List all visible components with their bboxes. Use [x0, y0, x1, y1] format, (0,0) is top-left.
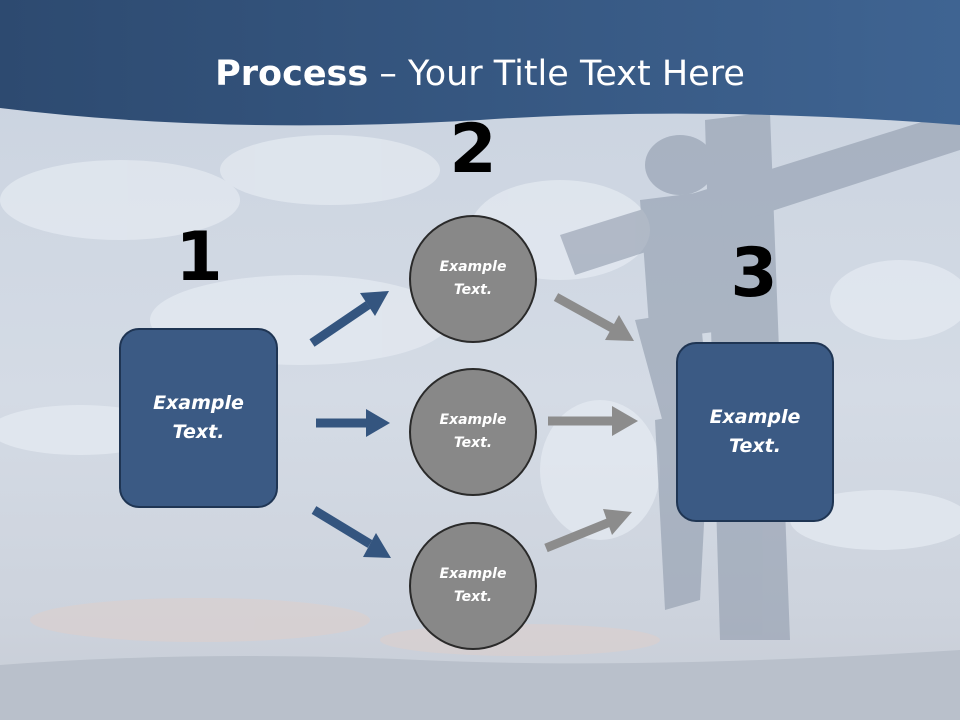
slide-title: Process – Your Title Text Here — [0, 52, 960, 96]
step-2-circle-bottom: Example Text. — [409, 522, 537, 650]
title-bold: Process — [215, 54, 369, 94]
step-number-1: 1 — [175, 218, 223, 297]
step-3-box: Example Text. — [676, 342, 834, 522]
step-number-2: 2 — [449, 110, 497, 189]
circle-label: Example Text. — [439, 259, 507, 298]
title-rest: – Your Title Text Here — [368, 54, 745, 94]
circle-label: Example Text. — [439, 412, 507, 451]
step-2-circle-top: Example Text. — [409, 215, 537, 343]
step-1-box: Example Text. — [119, 328, 278, 508]
step-2-circle-middle: Example Text. — [409, 368, 537, 496]
step-number-3: 3 — [730, 234, 778, 313]
step-1-label: Example Text. — [153, 392, 244, 443]
circle-label: Example Text. — [439, 566, 507, 605]
step-3-label: Example Text. — [709, 406, 801, 457]
